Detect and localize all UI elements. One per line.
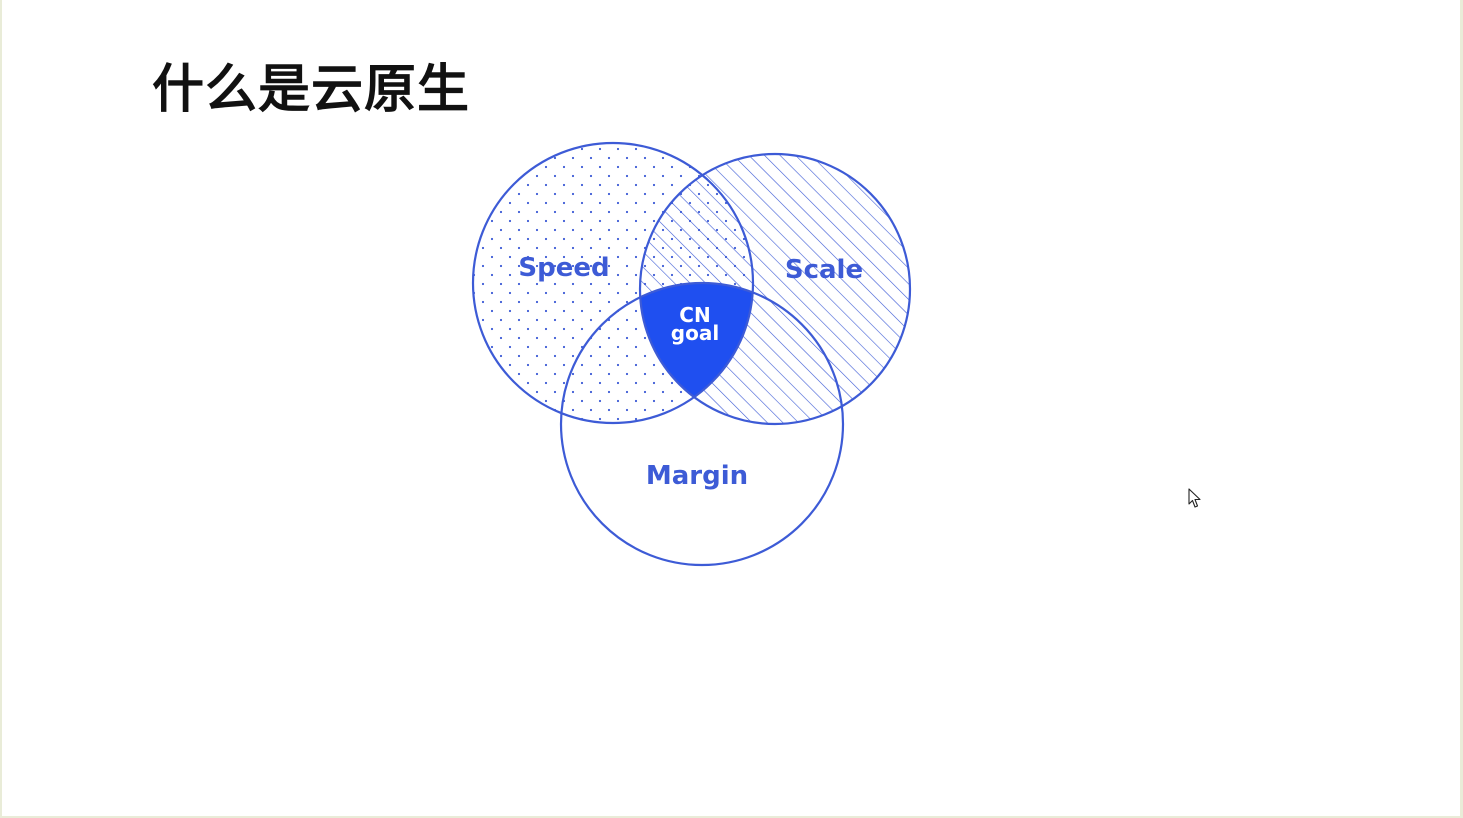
speed-circle: [471, 141, 755, 425]
goal-label-line2: goal: [671, 321, 719, 345]
goal-label-line1: CN: [679, 303, 710, 327]
mouse-cursor-icon: [1188, 488, 1201, 508]
speed-label: Speed: [518, 253, 609, 283]
scale-label: Scale: [785, 255, 863, 285]
scale-circle: [638, 152, 912, 426]
margin-circle: [559, 281, 845, 567]
margin-label: Margin: [646, 461, 748, 491]
page-title: 什么是云原生: [152, 60, 471, 120]
